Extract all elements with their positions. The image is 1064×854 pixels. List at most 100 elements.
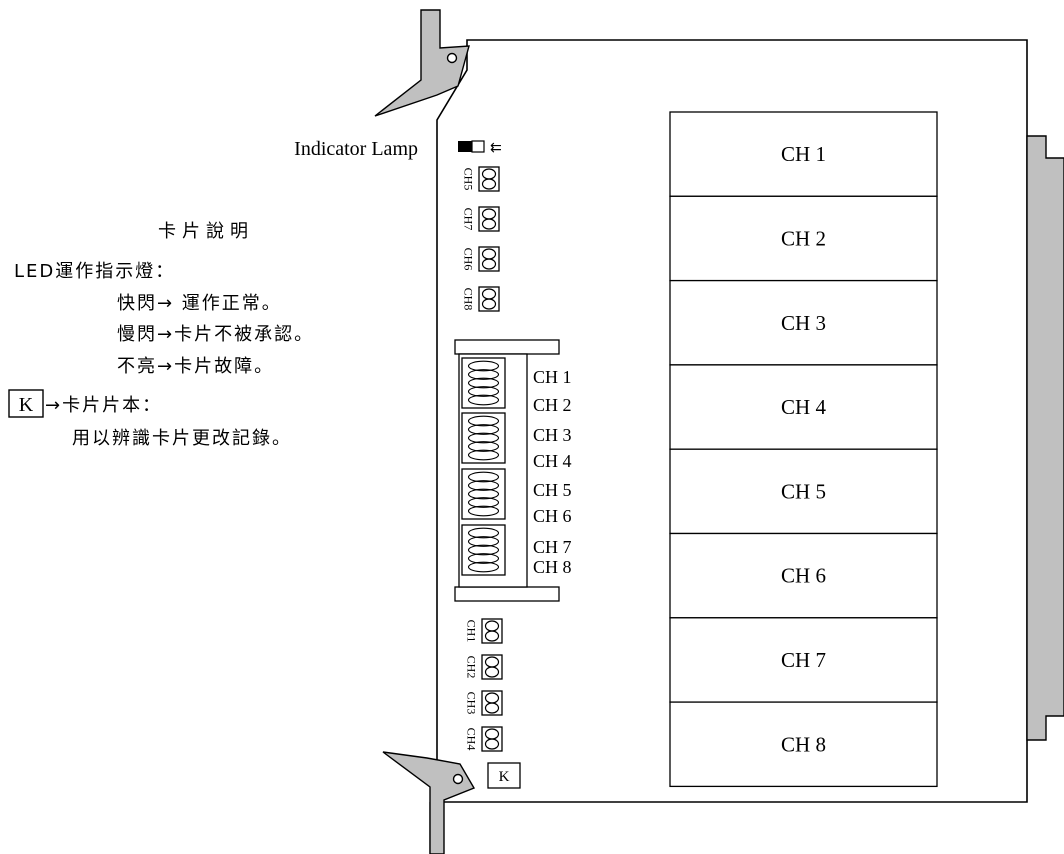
connector-label: CH 1	[533, 367, 572, 387]
connector-top-bar	[454, 339, 560, 355]
connector-label: CH 3	[533, 425, 572, 445]
channel-slot-frame	[669, 448, 938, 535]
channel-slot-label: CH 2	[781, 226, 826, 250]
channel-slot-label: CH 3	[781, 311, 826, 335]
connector-label: CH 2	[533, 395, 572, 415]
connector-bottom-bar	[454, 586, 560, 602]
jack-ring	[481, 298, 497, 310]
coil-ring	[467, 497, 500, 508]
indicator-led-light	[471, 140, 485, 153]
connector-block-2	[461, 412, 506, 464]
lower-jack-2: CH2	[464, 654, 503, 680]
coil-ring	[467, 386, 500, 397]
channel-slot-label: CH 8	[781, 732, 826, 756]
channel-slot-3: CH 3	[669, 279, 938, 366]
channel-slot-label: CH 4	[781, 395, 826, 419]
bottom-lever-hole	[452, 773, 464, 785]
jack-label: CH4	[464, 728, 478, 751]
lower-jack-3: CH3	[464, 690, 503, 716]
coil-ring	[467, 488, 500, 500]
jack-label: CH2	[464, 656, 478, 679]
connector-block-3	[461, 468, 506, 520]
jack-ring	[481, 258, 497, 270]
coil-ring	[467, 536, 500, 547]
jack-ring	[484, 702, 500, 714]
connector-blocks	[461, 357, 506, 576]
jack-label: CH5	[461, 168, 475, 191]
channel-slot-2: CH 2	[669, 195, 938, 282]
led-heading: LED運作指示燈：	[14, 261, 175, 282]
coil-ring	[467, 441, 500, 452]
description-k-label: K	[19, 394, 34, 416]
coil-ring	[467, 480, 500, 491]
channel-slot-label: CH 1	[781, 142, 826, 166]
coil-ring	[467, 561, 500, 573]
channel-slot-frame	[669, 532, 938, 619]
jack-label: CH8	[461, 288, 475, 311]
channel-slot-7: CH 7	[669, 617, 938, 703]
channel-slot-label: CH 7	[781, 648, 826, 672]
coil-ring	[467, 415, 500, 427]
connector-label: CH 5	[533, 480, 572, 500]
coil-ring	[467, 544, 500, 556]
connector-block-frame	[461, 524, 506, 576]
connector-label: CH 7	[533, 537, 572, 557]
channel-slot-8: CH 8	[669, 701, 938, 788]
jack-ring	[481, 218, 497, 230]
top-lever-hole	[446, 52, 458, 64]
jack-label: CH3	[464, 692, 478, 715]
channel-slot-label: CH 5	[781, 479, 826, 503]
k-detail: 用以辨識卡片更改記錄。	[72, 428, 292, 449]
lower-jack-1: CH1	[464, 618, 503, 644]
jack-ring	[484, 738, 500, 750]
jack-ring	[481, 178, 497, 190]
coil-ring	[467, 377, 500, 389]
indicator-led-dark	[458, 141, 472, 152]
channel-slot-1: CH 1	[669, 111, 938, 197]
coil-ring	[467, 394, 500, 406]
coil-ring	[467, 432, 500, 444]
channel-slot-frame	[669, 701, 938, 788]
channel-slot-frame	[669, 364, 938, 450]
led-arrow-icon: ⇇	[490, 140, 502, 156]
card-description-title: 卡片說明	[158, 221, 254, 242]
k-heading: →卡片片本：	[45, 395, 162, 416]
channel-slot-label: CH 6	[781, 564, 826, 588]
led-state-off: 不亮→卡片故障。	[117, 356, 274, 377]
channel-slot-frame	[669, 111, 938, 197]
jack-ring	[484, 666, 500, 678]
led-state-fast: 快閃→ 運作正常。	[117, 293, 282, 314]
coil-ring	[467, 360, 500, 372]
coil-ring	[467, 424, 500, 435]
description-k-box	[8, 389, 44, 418]
coil-ring	[467, 505, 500, 517]
jack-label: CH1	[464, 620, 478, 643]
board-k-label: K	[499, 769, 510, 785]
channel-slot-frame	[669, 617, 938, 703]
jack-ring	[484, 630, 500, 642]
connector-block-frame	[461, 357, 506, 409]
connector-label: CH 8	[533, 557, 572, 577]
connector-label: CH 4	[533, 451, 572, 471]
jack-label: CH7	[461, 208, 475, 231]
connector-block-frame	[461, 412, 506, 464]
jack-label: CH6	[461, 248, 475, 271]
coil-ring	[467, 369, 500, 380]
channel-slot-4: CH 4	[669, 364, 938, 450]
upper-jack-1: CH5	[461, 166, 500, 192]
channel-slot-6: CH 6	[669, 532, 938, 619]
coil-ring	[467, 527, 500, 539]
connector-labels: CH 1CH 2CH 3CH 4CH 5CH 6CH 7CH 8	[533, 367, 572, 577]
indicator-lamp-label: Indicator Lamp	[294, 138, 418, 160]
upper-jack-2: CH7	[461, 206, 500, 232]
channel-slot-frame	[669, 279, 938, 366]
lower-jack-4: CH4	[464, 726, 503, 752]
channel-slot-frame	[669, 195, 938, 282]
edge-connector	[1026, 135, 1064, 741]
upper-jack-3: CH6	[461, 246, 500, 272]
channel-slot-5: CH 5	[669, 448, 938, 535]
top-ejector-lever	[374, 9, 470, 117]
